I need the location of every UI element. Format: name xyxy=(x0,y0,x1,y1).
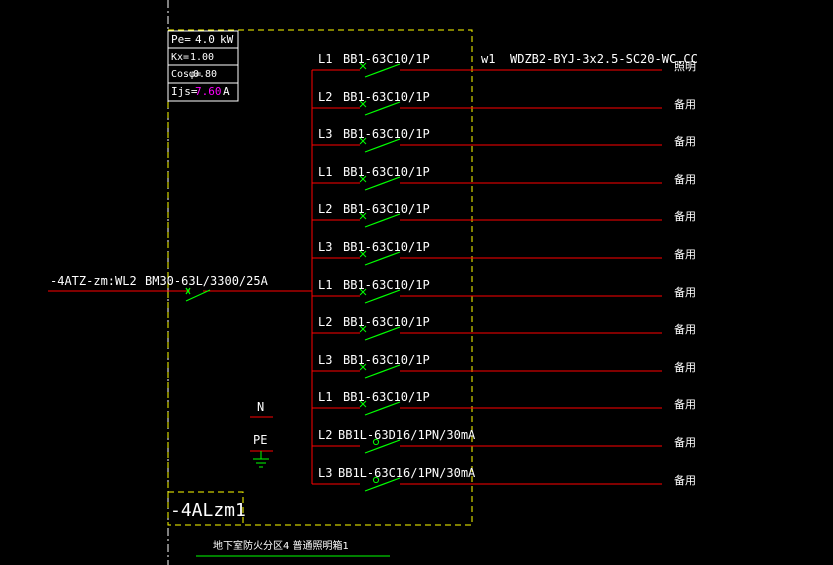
circuit-breaker-blade xyxy=(364,439,401,454)
circuit-phase-label: L1 xyxy=(318,278,333,292)
circuit-breaker-label: BB1-63C10/1P xyxy=(343,202,430,216)
circuit-row-graphic xyxy=(312,175,662,191)
cos-value: 0.80 xyxy=(193,69,218,80)
circuit-phase-label: L2 xyxy=(318,202,333,216)
circuit-use-label: 备用 xyxy=(674,210,696,223)
circuit-breaker-label: BB1-63C10/1P xyxy=(343,127,430,141)
breaker-x-icon xyxy=(359,175,367,183)
circuit-phase-label: L3 xyxy=(318,353,333,367)
circuit-phase-label: L2 xyxy=(318,90,333,104)
kx-label: Kx= xyxy=(171,52,190,63)
circuit-breaker-blade xyxy=(364,138,401,153)
circuit-use-label: 备用 xyxy=(674,361,696,374)
incoming-breaker-symbol xyxy=(185,287,211,302)
breaker-x-icon xyxy=(359,400,367,408)
circuit-use-label: 备用 xyxy=(674,323,696,336)
circuit-breaker-label: BB1-63C10/1P xyxy=(343,278,430,292)
incoming-breaker-label: BM30-63L/3300/25A xyxy=(145,274,268,288)
pe-unit: kW xyxy=(220,33,234,46)
rcd-symbol-icon xyxy=(372,476,380,484)
circuit-phase-label: L1 xyxy=(318,52,333,66)
breaker-x-icon xyxy=(359,250,367,258)
breaker-x-icon xyxy=(359,212,367,220)
circuit-breaker-label: BB1-63C10/1P xyxy=(343,165,430,179)
circuit-breaker-label: BB1-63C10/1P xyxy=(343,240,430,254)
pe-terminal-label: PE xyxy=(253,433,268,447)
circuit-breaker-blade xyxy=(364,251,401,266)
circuit-phase-label: L3 xyxy=(318,127,333,141)
circuit-breaker-blade xyxy=(364,101,401,116)
circuit-use-label: 照明 xyxy=(674,60,696,73)
circuit-use-label: 备用 xyxy=(674,98,696,111)
circuit-row-graphic xyxy=(312,363,662,379)
cos-label: Cosφ= xyxy=(171,69,202,80)
circuit-phase-label: L3 xyxy=(318,240,333,254)
circuit-use-label: 备用 xyxy=(674,248,696,261)
circuit-row-graphic xyxy=(312,100,662,116)
rcd-symbol-icon xyxy=(372,438,380,446)
panel-caption: 地下室防火分区4 普通照明箱1 xyxy=(213,541,349,552)
circuit-use-label: 备用 xyxy=(674,474,696,487)
circuit-phase-label: L2 xyxy=(318,315,333,329)
circuit-breaker-label: BB1-63C10/1P xyxy=(343,90,430,104)
breaker-x-icon xyxy=(359,100,367,108)
panel-id-label: -4ALzm1 xyxy=(170,500,246,521)
breaker-x-icon xyxy=(359,288,367,296)
pe-value: 4.0 xyxy=(195,33,215,46)
circuit-breaker-label: BB1-63C10/1P xyxy=(343,353,430,367)
circuit-breaker-label: BB1L-63D16/1PN/30mA xyxy=(338,428,476,442)
circuit-use-label: 备用 xyxy=(674,286,696,299)
circuit-row-graphic xyxy=(312,476,662,492)
circuit-breaker-blade xyxy=(364,477,401,492)
circuit-breaker-blade xyxy=(364,176,401,191)
n-terminal-label: N xyxy=(257,400,265,414)
circuit-breaker-blade xyxy=(364,213,401,228)
circuit-breaker-blade xyxy=(364,63,401,78)
circuit-phase-label: L1 xyxy=(318,165,333,179)
ijs-unit: A xyxy=(223,85,230,98)
breaker-x-icon xyxy=(359,137,367,145)
panel-frame xyxy=(167,29,473,526)
param-table xyxy=(167,30,239,102)
ground-icon xyxy=(253,451,269,468)
circuit-row-graphic xyxy=(312,288,662,304)
circuit-row-graphic xyxy=(312,137,662,153)
circuit-phase-label: L3 xyxy=(318,466,333,480)
circuit-phase-label: L2 xyxy=(318,428,333,442)
circuit-breaker-label: BB1-63C10/1P xyxy=(343,390,430,404)
circuit-row-graphic xyxy=(312,438,662,454)
circuit-id-label: w1 xyxy=(481,52,496,66)
circuit-cable-label: WDZB2-BYJ-3x2.5-SC20-WC.CC xyxy=(510,52,698,66)
circuit-use-label: 备用 xyxy=(674,135,696,148)
circuit-breaker-label: BB1-63C10/1P xyxy=(343,315,430,329)
breaker-x-icon xyxy=(359,325,367,333)
breaker-x-icon xyxy=(359,363,367,371)
circuit-breaker-label: BB1-63C10/1P xyxy=(343,52,430,66)
kx-value: 1.00 xyxy=(190,52,215,63)
panel-id-frame xyxy=(167,491,244,526)
pe-label: Pe= xyxy=(171,33,191,46)
circuit-breaker-blade xyxy=(364,364,401,379)
circuit-breaker-blade xyxy=(364,401,401,416)
incoming-source-label: -4ATZ-zm:WL2 xyxy=(50,274,137,288)
circuit-use-label: 备用 xyxy=(674,436,696,449)
circuit-use-label: 备用 xyxy=(674,173,696,186)
ijs-value: 7.60 xyxy=(195,85,222,98)
circuit-breaker-blade xyxy=(364,326,401,341)
circuit-row-graphic xyxy=(312,325,662,341)
circuit-row-graphic xyxy=(312,212,662,228)
circuit-breaker-label: BB1L-63C16/1PN/30mA xyxy=(338,466,476,480)
circuit-row-graphic xyxy=(312,250,662,266)
ijs-label: Ijs= xyxy=(171,85,198,98)
circuit-row-graphic xyxy=(312,62,662,78)
breaker-x-icon xyxy=(359,62,367,70)
circuit-use-label: 备用 xyxy=(674,398,696,411)
circuit-breaker-blade xyxy=(364,289,401,304)
circuit-row-graphic xyxy=(312,400,662,416)
circuit-phase-label: L1 xyxy=(318,390,333,404)
